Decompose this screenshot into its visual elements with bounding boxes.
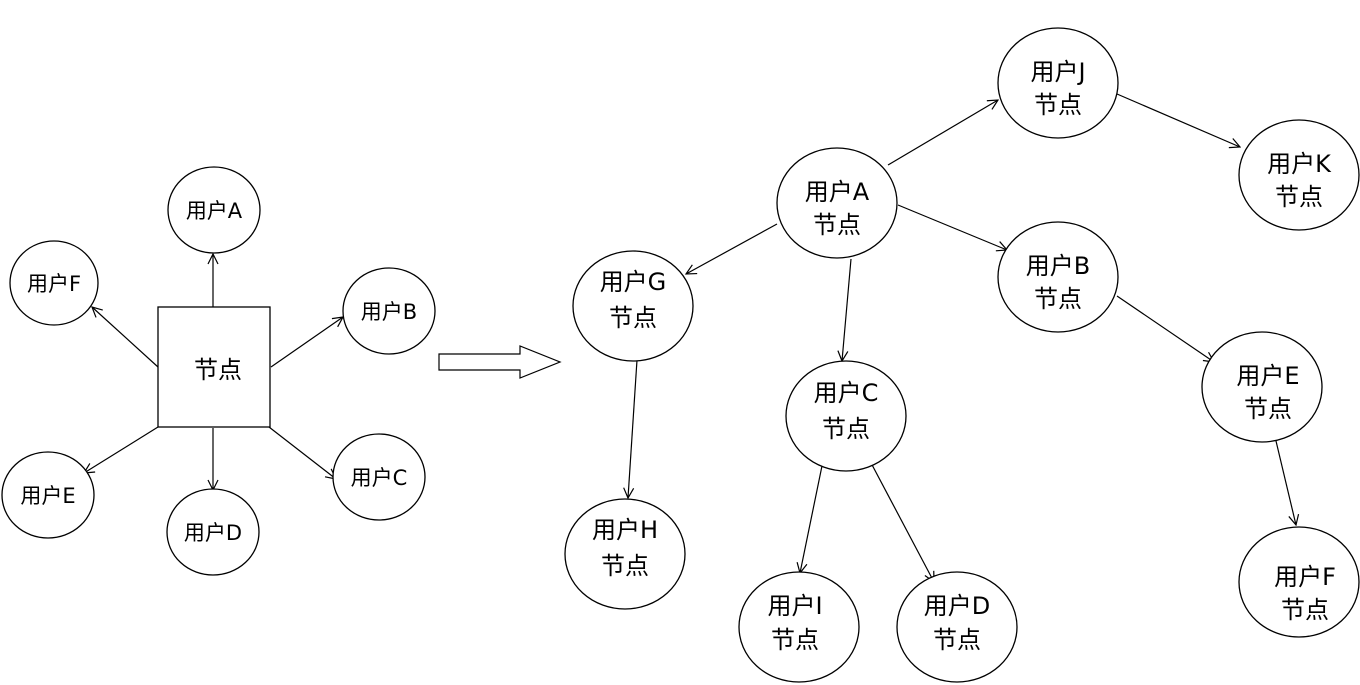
transform-arrow (438, 345, 562, 379)
star-topology: 节点 用户A 用户B 用户C 用户D 用户E 用户F (1, 166, 436, 576)
tree-node-c-label: 用户C (814, 379, 879, 407)
left-user-a-label: 用户A (186, 199, 243, 223)
edge-a-to-g (686, 223, 778, 274)
tree-node-b: 用户B 节点 (997, 221, 1119, 333)
tree-node-h-suffix: 节点 (601, 552, 649, 580)
edge-g-to-h (628, 359, 638, 498)
tree-node-c: 用户C 节点 (785, 360, 907, 472)
tree-node-j-label: 用户J (1030, 58, 1085, 86)
left-user-a: 用户A (167, 166, 261, 254)
tree-node-e-suffix: 节点 (1244, 395, 1292, 423)
edge-center-to-c (268, 426, 336, 479)
edge-c-to-i (800, 460, 824, 573)
left-user-c: 用户C (332, 433, 426, 521)
edge-center-to-f (92, 307, 159, 368)
tree-node-d: 用户D 节点 (896, 571, 1018, 683)
tree-node-a-suffix: 节点 (813, 211, 861, 239)
tree-node-b-suffix: 节点 (1034, 285, 1082, 313)
center-node-label: 节点 (194, 356, 242, 384)
tree-node-g-label: 用户G (600, 268, 667, 296)
tree-node-i-suffix: 节点 (771, 626, 819, 654)
left-user-e-label: 用户E (20, 484, 75, 508)
tree-node-d-suffix: 节点 (933, 626, 981, 654)
left-user-d-label: 用户D (184, 521, 242, 545)
left-user-e: 用户E (1, 451, 95, 539)
left-user-f-label: 用户F (27, 272, 81, 296)
tree-node-d-label: 用户D (924, 592, 990, 620)
tree-node-f-label: 用户F (1274, 563, 1336, 591)
edge-a-to-b (897, 204, 1007, 250)
tree-node-a-label: 用户A (805, 178, 870, 206)
edge-e-to-f (1275, 440, 1296, 525)
tree-node-g: 用户G 节点 (572, 250, 694, 362)
edge-b-to-e (1116, 295, 1214, 362)
tree-node-i: 用户I 节点 (738, 571, 860, 683)
tree-node-a: 用户A 节点 (776, 147, 898, 259)
left-user-d: 用户D (166, 488, 260, 576)
tree-node-j: 用户J 节点 (997, 27, 1119, 139)
tree-node-f: 用户F 节点 (1238, 526, 1360, 638)
center-node: 节点 (157, 306, 271, 428)
edge-center-to-e (84, 426, 159, 473)
left-user-c-label: 用户C (351, 466, 408, 490)
edge-c-to-d (869, 460, 934, 582)
tree-node-k-label: 用户K (1267, 150, 1332, 178)
tree-node-f-suffix: 节点 (1281, 596, 1329, 624)
tree-node-g-suffix: 节点 (609, 304, 657, 332)
edge-j-to-k (1116, 93, 1240, 147)
tree-node-c-suffix: 节点 (822, 415, 870, 443)
edge-a-to-c (842, 258, 852, 361)
left-user-b: 用户B (342, 267, 436, 355)
tree-node-i-label: 用户I (767, 592, 822, 620)
tree-node-b-label: 用户B (1026, 252, 1090, 280)
tree-node-k: 用户K 节点 (1238, 119, 1360, 231)
left-user-f: 用户F (9, 240, 99, 326)
tree-node-e: 用户E 节点 (1201, 331, 1323, 443)
tree-node-k-suffix: 节点 (1275, 183, 1323, 211)
edge-a-to-j (887, 100, 998, 166)
tree-node-h: 用户H 节点 (564, 498, 686, 610)
tree-node-h-label: 用户H (592, 516, 658, 544)
tree-node-j-suffix: 节点 (1034, 91, 1082, 119)
left-user-b-label: 用户B (361, 300, 417, 324)
edge-center-to-b (270, 317, 343, 368)
tree-node-e-label: 用户E (1236, 362, 1299, 390)
tree-topology: 用户A 节点 用户J 节点 用户K 节点 用户B 节点 用户E 节点 (564, 27, 1360, 683)
